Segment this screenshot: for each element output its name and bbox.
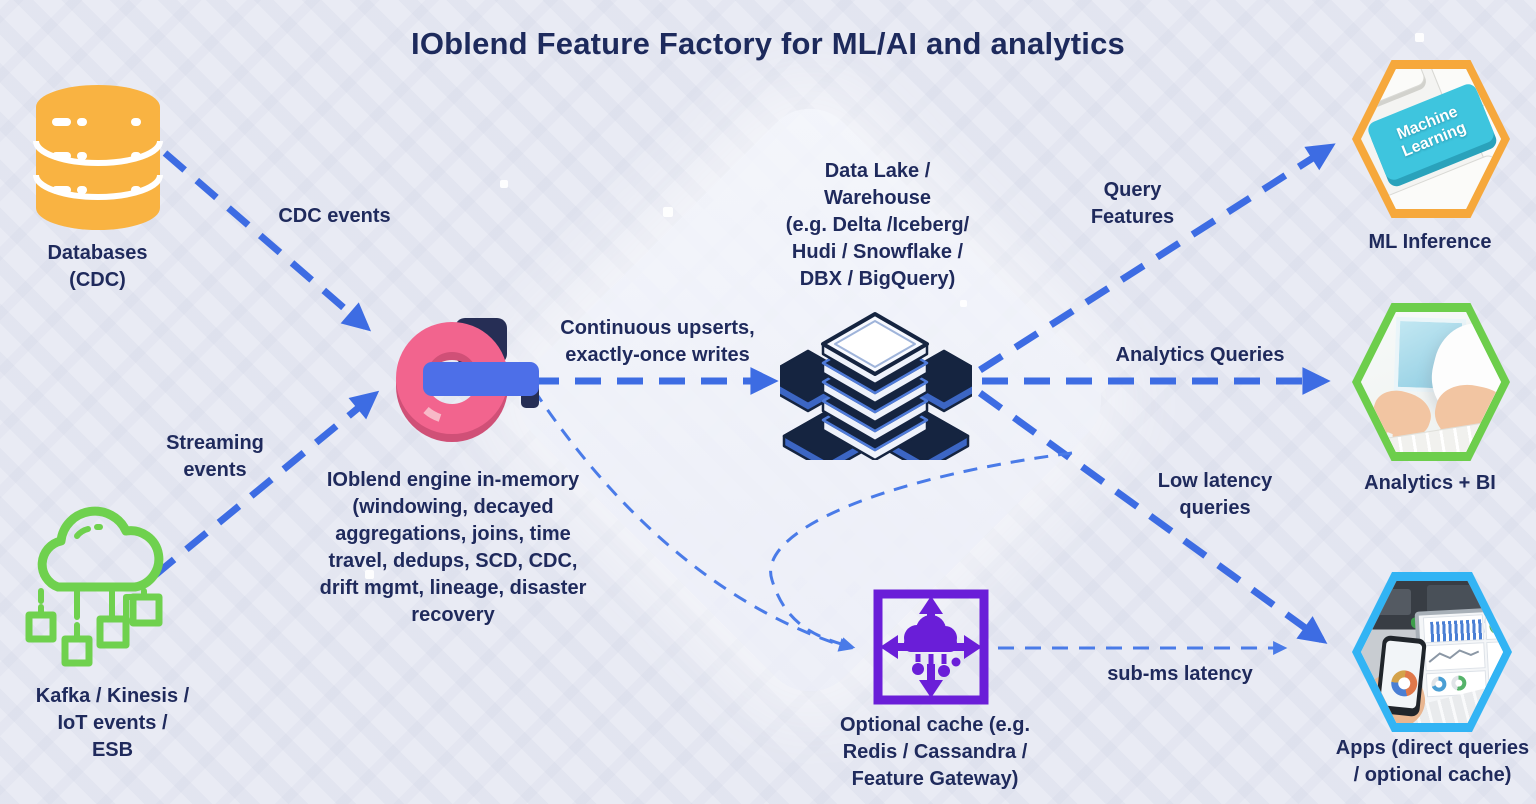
streaming-label: Kafka / Kinesis / IoT events / ESB xyxy=(35,685,190,762)
ml-inference-node: Machine Learning shift xyxy=(1352,60,1510,218)
ioblend-logo-icon xyxy=(396,318,539,442)
cache-icon xyxy=(873,589,989,705)
edge-query-features xyxy=(978,143,1336,373)
edge-engine-to-cache-curve xyxy=(532,389,854,652)
databases-label: Databases (CDC) xyxy=(47,242,148,292)
sparkle-dot xyxy=(365,570,374,579)
sparkle-dot xyxy=(500,180,508,188)
edge-low-latency-queries xyxy=(977,390,1328,644)
bi-hex-image xyxy=(1361,312,1501,452)
sparkle-dot xyxy=(960,300,967,307)
sparkle-dot xyxy=(663,207,673,217)
database-icon xyxy=(33,85,163,230)
edge-lake-to-cache-curve xyxy=(769,451,1073,651)
query-features-label: Query Features xyxy=(1090,179,1175,229)
streaming-events-label: Streaming events xyxy=(166,432,264,482)
edge-cdc-events xyxy=(162,150,372,332)
edge-streaming-events xyxy=(151,390,380,579)
apps-label: Apps (direct queries / optional cache) xyxy=(1335,737,1530,787)
iot-cloud-icon xyxy=(25,506,164,667)
cdc-events-label: CDC events xyxy=(278,205,391,227)
apps-node xyxy=(1352,572,1512,732)
sparkle-dot xyxy=(1415,33,1424,42)
analytics-bi-node xyxy=(1352,303,1510,461)
cache-caption: Optional cache (e.g. Redis / Cassandra /… xyxy=(839,714,1031,791)
sub-ms-latency-label: sub-ms latency xyxy=(1107,663,1253,685)
data-lake-icon xyxy=(762,312,990,473)
ml-hex-image: Machine Learning shift xyxy=(1361,69,1501,209)
data-lake-caption: Data Lake / Warehouse (e.g. Delta /Icebe… xyxy=(785,160,970,290)
analytics-queries-label: Analytics Queries xyxy=(1115,344,1285,366)
streaming-node xyxy=(25,505,175,685)
ioblend-logo xyxy=(395,318,547,451)
page-title: IOblend Feature Factory for ML/AI and an… xyxy=(411,26,1125,61)
engine-caption: IOblend engine in-memory (windowing, dec… xyxy=(319,469,587,626)
analytics-bi-label: Analytics + BI xyxy=(1364,472,1496,494)
continuous-upserts-label: Continuous upserts, exactly-once writes xyxy=(560,317,755,367)
low-latency-label: Low latency queries xyxy=(1157,470,1273,520)
databases-node xyxy=(30,80,166,241)
cache-node xyxy=(872,588,990,711)
data-lake-node xyxy=(762,298,990,473)
ml-inference-label: ML Inference xyxy=(1368,231,1492,253)
